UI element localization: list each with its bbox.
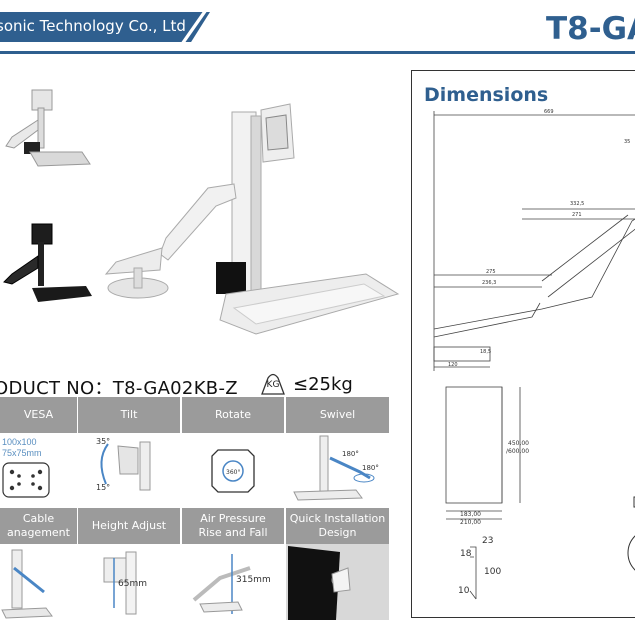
svg-text:315mm: 315mm xyxy=(236,575,271,585)
model-title: T8-GA xyxy=(546,11,635,47)
product-photo-main xyxy=(104,103,400,335)
svg-text:18,5: 18,5 xyxy=(480,349,491,355)
feature-header-air-pressure: Air Pressure Rise and Fall xyxy=(182,508,284,544)
weight-icon: KG xyxy=(260,372,286,396)
svg-text:35°: 35° xyxy=(96,437,110,446)
svg-text:∕600,00: ∕600,00 xyxy=(506,448,529,455)
svg-text:10: 10 xyxy=(458,586,470,596)
svg-text:180°: 180° xyxy=(342,450,359,458)
svg-text:100: 100 xyxy=(484,567,501,577)
svg-text:180°: 180° xyxy=(362,464,379,472)
vesa-size-a: 100x100 xyxy=(2,437,37,447)
tilt-illustration: 35° 15° xyxy=(96,437,151,492)
header-band xyxy=(0,12,210,42)
svg-text:15°: 15° xyxy=(96,483,110,492)
quick-installation-photo xyxy=(286,544,389,620)
svg-text:669: 669 xyxy=(544,109,554,115)
dimensions-drawing: 669 35 332,5 271 275 236,3 120 18,5 450,… xyxy=(433,109,635,600)
air-pressure-illustration: 315mm xyxy=(192,554,271,614)
rotate-illustration: 360° xyxy=(211,449,255,493)
svg-text:35: 35 xyxy=(624,139,630,145)
feature-header-vesa: VESA xyxy=(0,397,77,433)
feature-header-cable-management: Cable anagement xyxy=(0,508,77,544)
svg-text:210,00: 210,00 xyxy=(460,519,481,526)
dimensions-panel: Dimensions 669 35 332,5 271 xyxy=(411,70,635,618)
product-number: ODUCT NO：T8-GA02KB-Z xyxy=(0,378,238,399)
product-photo-black-small xyxy=(3,223,92,302)
svg-text:120: 120 xyxy=(448,362,458,368)
feature-header-height-adjust: Height Adjust xyxy=(78,508,180,544)
company-name: sonic Technology Co., Ltd xyxy=(0,17,186,35)
vesa-size-b: 75x75mm xyxy=(2,448,42,458)
feature-header-quick-installation: Quick Installation Design xyxy=(286,508,389,544)
load-capacity: ≤25kg xyxy=(293,374,353,395)
svg-text:450,00: 450,00 xyxy=(508,440,529,447)
cable-management-illustration xyxy=(1,549,53,619)
feature-header-swivel: Swivel xyxy=(286,397,389,433)
header-divider xyxy=(0,51,635,54)
svg-text:183,00: 183,00 xyxy=(460,511,481,518)
svg-text:275: 275 xyxy=(486,269,496,275)
svg-text:18: 18 xyxy=(460,549,472,559)
svg-text:65mm: 65mm xyxy=(118,579,147,589)
svg-text:271: 271 xyxy=(572,212,582,218)
svg-text:332,5: 332,5 xyxy=(570,201,584,207)
svg-text:23: 23 xyxy=(482,536,493,546)
swivel-illustration: 180° 180° xyxy=(293,435,379,501)
vesa-pattern-icon xyxy=(2,462,50,498)
svg-text:236,3: 236,3 xyxy=(482,280,496,286)
svg-text:360°: 360° xyxy=(226,469,240,476)
feature-header-tilt: Tilt xyxy=(78,397,180,433)
height-adjust-illustration: 65mm xyxy=(103,551,147,615)
product-photo-white-small xyxy=(5,89,91,167)
feature-header-rotate: Rotate xyxy=(182,397,284,433)
dimensions-title: Dimensions xyxy=(424,84,549,106)
